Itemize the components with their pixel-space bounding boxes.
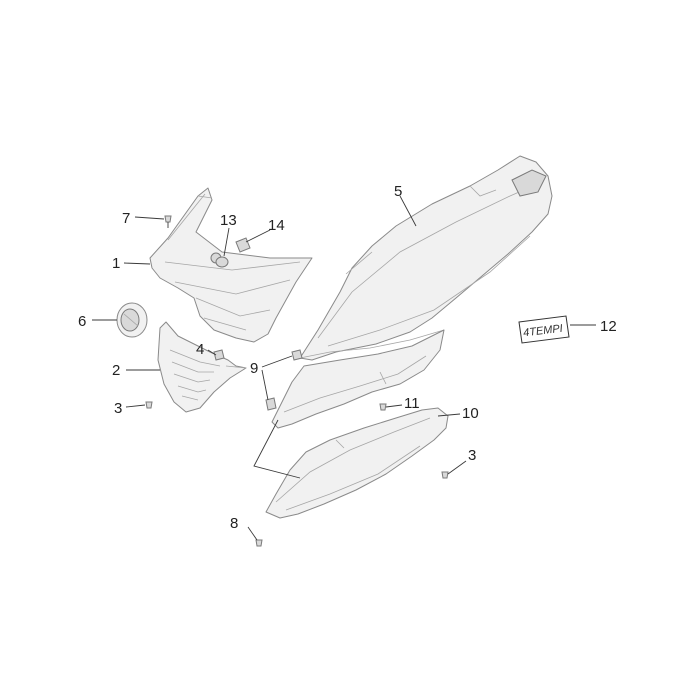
callout-1: 1 bbox=[112, 255, 120, 272]
decal-text: 4TEMPI bbox=[523, 323, 564, 340]
callout-5: 5 bbox=[394, 183, 402, 200]
front-leg-shield bbox=[149, 187, 313, 343]
main-side-panel bbox=[299, 155, 553, 361]
callout-10: 10 bbox=[462, 405, 479, 422]
callout-12: 12 bbox=[600, 318, 617, 335]
callout-3-right: 3 bbox=[468, 447, 476, 464]
callout-labels: 1 2 3 4 5 6 7 8 9 10 11 12 3 13 14 bbox=[78, 183, 617, 532]
filler-cap bbox=[116, 302, 148, 338]
leader-lines bbox=[92, 195, 596, 541]
callout-11: 11 bbox=[404, 395, 420, 412]
lower-side-panel bbox=[265, 407, 449, 519]
callout-7: 7 bbox=[122, 210, 130, 227]
callout-14: 14 bbox=[268, 217, 285, 234]
middle-side-panel bbox=[271, 329, 445, 429]
callout-2: 2 bbox=[112, 362, 120, 379]
front-grille bbox=[157, 321, 247, 413]
callout-9: 9 bbox=[250, 360, 258, 377]
4tempi-decal: 4TEMPI bbox=[518, 315, 570, 344]
callout-13: 13 bbox=[220, 212, 237, 229]
callout-8: 8 bbox=[230, 515, 238, 532]
callout-6: 6 bbox=[78, 313, 86, 330]
callout-4: 4 bbox=[196, 341, 204, 358]
callout-3-left: 3 bbox=[114, 400, 122, 417]
